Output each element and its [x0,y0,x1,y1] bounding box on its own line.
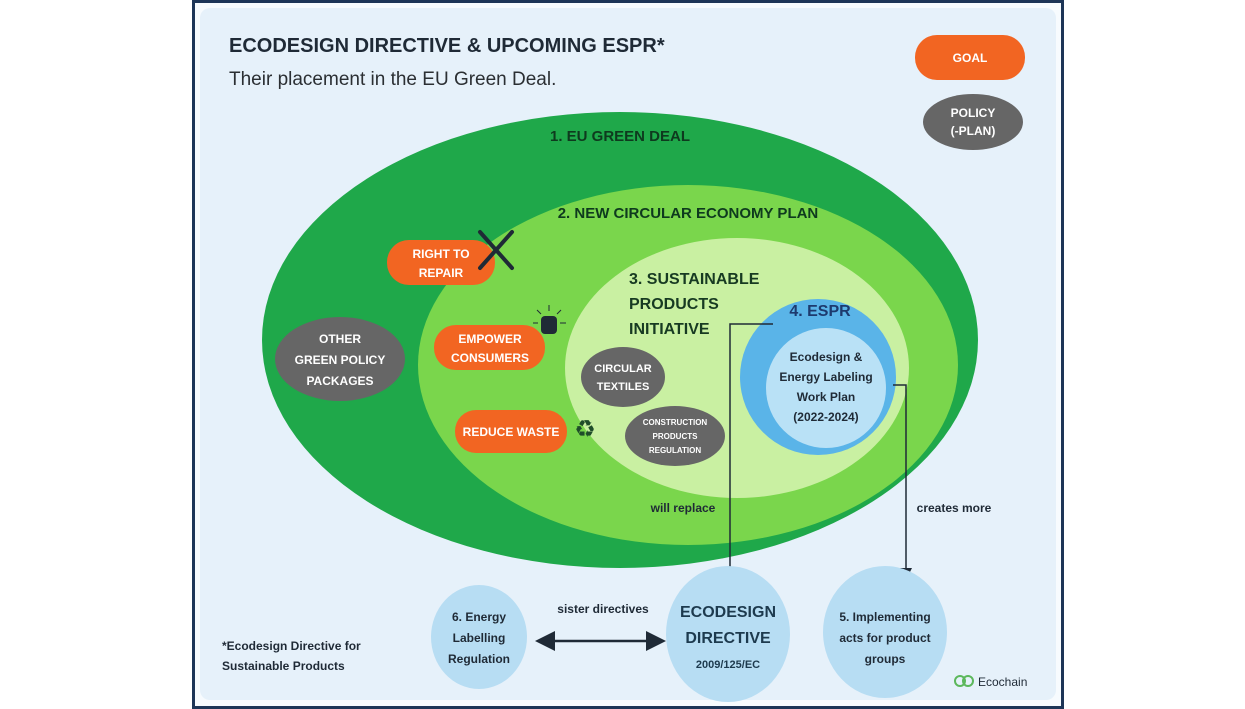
svg-text:GOAL: GOAL [953,51,988,65]
ecodesign-directive-circle: ECODESIGN DIRECTIVE 2009/125/EC [666,566,790,702]
work-plan-label: Ecodesign & Energy Labeling Work Plan (2… [779,350,872,424]
svg-text:CIRCULAR: CIRCULAR [594,363,651,375]
svg-text:Ecochain: Ecochain [978,675,1027,689]
svg-text:INITIATIVE: INITIATIVE [629,321,710,338]
footnote: *Ecodesign Directive for Sustainable Pro… [222,639,361,673]
svg-text:REDUCE WASTE: REDUCE WASTE [463,425,560,439]
goal-empower-consumers: EMPOWER CONSUMERS [434,325,545,370]
implementing-acts-circle: 5. Implementing acts for product groups [823,566,947,698]
svg-text:Sustainable Products: Sustainable Products [222,659,345,673]
svg-text:CONSTRUCTION: CONSTRUCTION [643,418,708,427]
svg-text:TEXTILES: TEXTILES [597,381,650,393]
svg-text:groups: groups [865,652,906,666]
will-replace-arrow [724,323,773,580]
sister-directives-label: sister directives [557,602,649,616]
svg-text:Labelling: Labelling [453,631,506,645]
ecochain-logo: Ecochain [954,675,1027,689]
svg-text:OTHER: OTHER [319,332,361,346]
svg-text:DIRECTIVE: DIRECTIVE [685,630,771,647]
spi-label: 3. SUSTAINABLE PRODUCTS INITIATIVE [629,271,760,338]
policy-circular-textiles: CIRCULAR TEXTILES [581,347,665,407]
espr-label: 4. ESPR [789,303,851,320]
svg-text:PACKAGES: PACKAGES [306,374,373,388]
recycle-icon: ♻ [574,416,596,443]
svg-text:EMPOWER: EMPOWER [458,332,522,346]
tools-icon [478,230,514,270]
svg-text:Regulation: Regulation [448,652,510,666]
energy-labelling-circle: 6. Energy Labelling Regulation [431,585,527,689]
page-title: ECODESIGN DIRECTIVE & UPCOMING ESPR* [229,35,665,57]
svg-text:Energy Labeling: Energy Labeling [779,370,872,384]
legend-goal: GOAL [915,35,1025,80]
svg-text:Ecodesign &: Ecodesign & [790,350,863,364]
svg-text:CONSUMERS: CONSUMERS [451,351,529,365]
creates-more-arrow [893,384,912,580]
svg-text:Work Plan: Work Plan [797,390,855,404]
svg-text:PRODUCTS: PRODUCTS [653,432,699,441]
svg-text:3. SUSTAINABLE: 3. SUSTAINABLE [629,271,760,288]
svg-text:5. Implementing: 5. Implementing [839,610,930,624]
svg-text:acts for product: acts for product [839,631,930,645]
svg-text:(2022-2024): (2022-2024) [793,410,858,424]
svg-text:2009/125/EC: 2009/125/EC [696,659,760,671]
policy-construction-products: CONSTRUCTION PRODUCTS REGULATION [625,406,725,466]
svg-text:*Ecodesign Directive for: *Ecodesign Directive for [222,639,361,653]
eu-green-deal-label: 1. EU GREEN DEAL [550,128,690,145]
page-subtitle: Their placement in the EU Green Deal. [229,69,556,90]
svg-text:RIGHT TO: RIGHT TO [412,247,469,261]
work-plan-circle [766,328,886,448]
svg-text:REGULATION: REGULATION [649,446,702,455]
goal-reduce-waste: REDUCE WASTE [455,410,567,453]
creates-more-label: creates more [917,501,992,515]
svg-text:POLICY: POLICY [951,106,996,120]
svg-text:PRODUCTS: PRODUCTS [629,296,719,313]
fist-icon [533,305,566,334]
svg-text:6. Energy: 6. Energy [452,610,506,624]
svg-text:GREEN POLICY: GREEN POLICY [295,353,386,367]
circular-economy-label: 2. NEW CIRCULAR ECONOMY PLAN [558,205,819,222]
svg-text:ECODESIGN: ECODESIGN [680,604,776,621]
will-replace-label: will replace [650,501,716,515]
svg-text:REPAIR: REPAIR [419,266,464,280]
goal-right-to-repair: RIGHT TO REPAIR [387,240,495,285]
legend-policy: POLICY (-PLAN) [923,94,1023,150]
policy-other-green-packages: OTHER GREEN POLICY PACKAGES [275,317,405,401]
svg-text:(-PLAN): (-PLAN) [951,124,996,138]
